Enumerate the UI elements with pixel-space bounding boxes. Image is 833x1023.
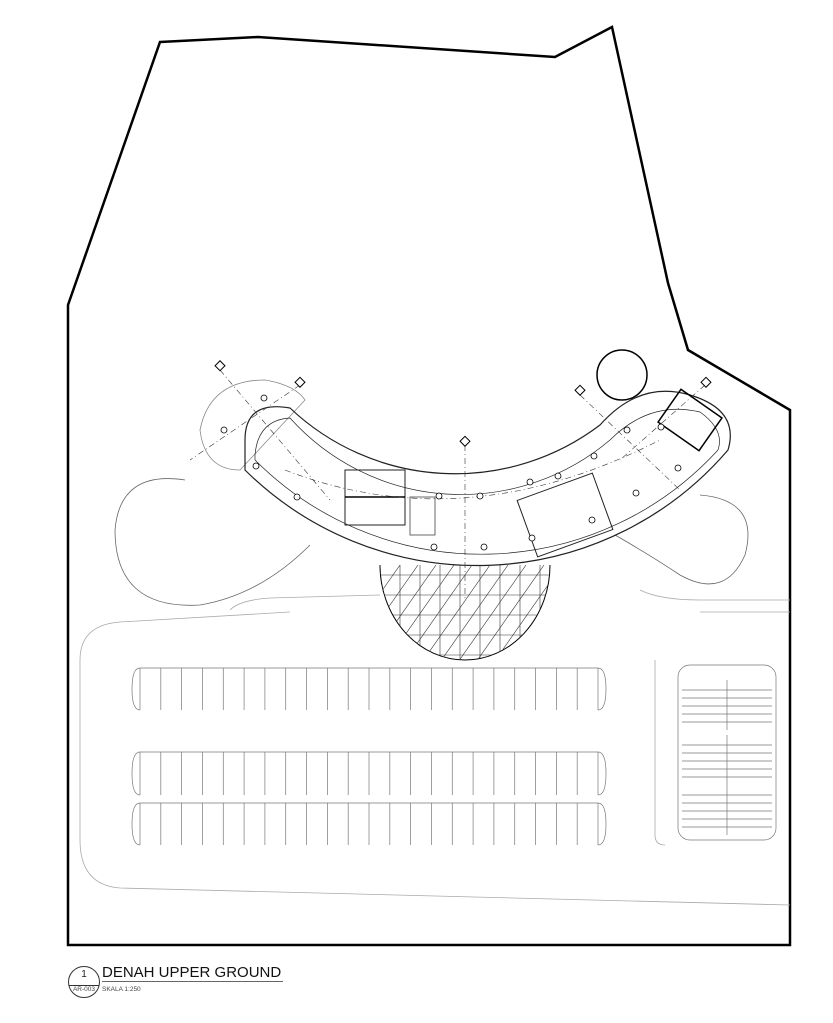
sheet-number: 1 xyxy=(81,969,87,980)
site-boundary xyxy=(66,25,792,947)
toilet-rotunda xyxy=(596,349,648,401)
drawing-scale: SKALA 1:250 xyxy=(102,986,141,993)
canopy-hatch xyxy=(545,565,550,660)
site-road xyxy=(79,589,791,906)
canopy-hatch xyxy=(380,565,401,660)
parking xyxy=(131,664,777,846)
corner-room xyxy=(657,388,723,452)
drawing-title: DENAH UPPER GROUND xyxy=(102,964,284,982)
landscape-left xyxy=(114,478,311,606)
canopy-hatch xyxy=(380,565,437,660)
canopy-hatch xyxy=(527,565,550,660)
grid-markers xyxy=(214,360,712,447)
right-room xyxy=(516,472,614,558)
parking-area-right xyxy=(677,664,777,841)
sheet-ref: AR-003 xyxy=(69,985,99,993)
stairs xyxy=(409,496,436,536)
parking-island xyxy=(131,667,607,711)
canopy-hatch xyxy=(455,565,527,660)
columns xyxy=(220,394,682,551)
left-wing xyxy=(199,379,306,471)
canopy-hatch xyxy=(600,565,670,665)
main-building xyxy=(244,390,731,567)
landscape-right xyxy=(614,494,749,585)
canopy-hatch xyxy=(582,565,652,665)
sheet-marker: 1 AR-003 xyxy=(68,966,100,998)
parking-island xyxy=(131,751,607,796)
canopy-hatch xyxy=(437,565,509,660)
canopy-hatch xyxy=(564,565,634,665)
canopy-hatch xyxy=(473,565,545,660)
canopy-hatch xyxy=(419,565,491,660)
glass-canopy xyxy=(379,564,670,665)
canopy-hatch xyxy=(491,565,550,660)
parking-island xyxy=(131,802,607,846)
grid-lines xyxy=(189,369,706,600)
